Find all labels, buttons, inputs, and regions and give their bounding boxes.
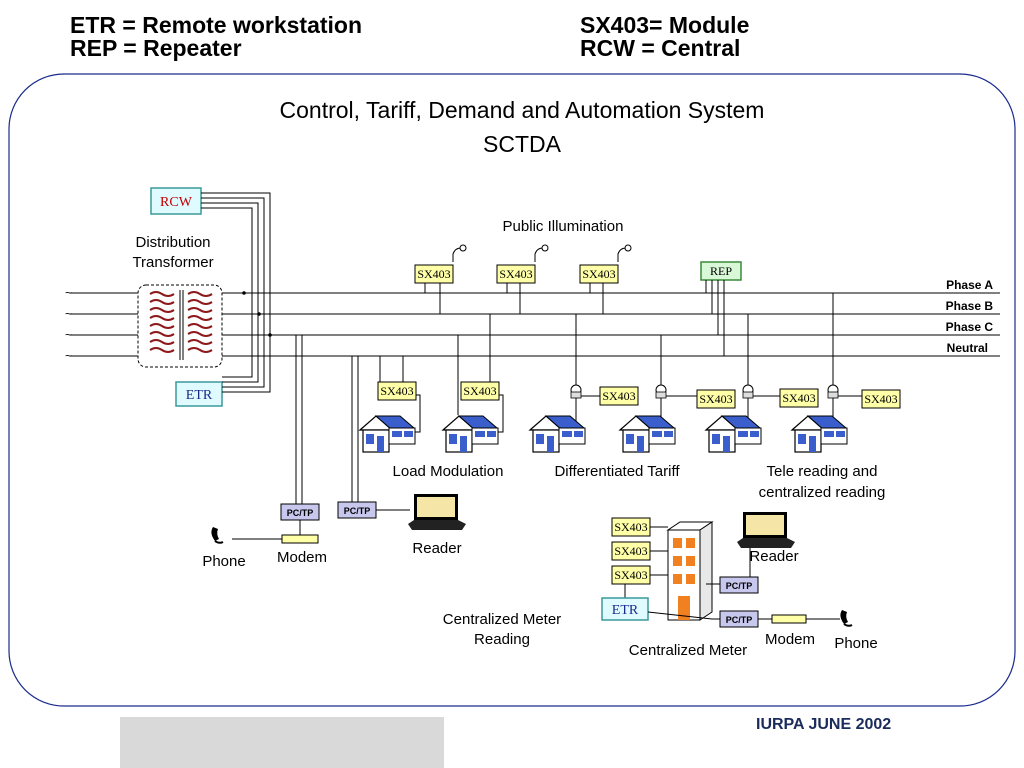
svg-text:SX403: SX403 (782, 391, 815, 405)
svg-text:SX403: SX403 (380, 384, 413, 398)
rep-box (700, 261, 742, 281)
centralized-meter-reading-label-2: Reading (474, 631, 530, 648)
svg-text:~: ~ (65, 306, 73, 321)
svg-text:PC/TP: PC/TP (726, 615, 753, 625)
svg-text:SX403: SX403 (602, 389, 635, 403)
svg-text:SX403: SX403 (614, 568, 647, 582)
phase-c-label: Phase C (946, 320, 994, 334)
svg-text:~: ~ (65, 327, 73, 342)
distribution-transformer (137, 284, 223, 368)
svg-text:SX403: SX403 (699, 392, 732, 406)
diagram-subtitle: SCTDA (483, 131, 562, 157)
rcw-label: RCW (160, 195, 193, 210)
transformer-label-1: Distribution (135, 234, 210, 251)
modem-label-right: Modem (765, 631, 815, 648)
neutral-label: Neutral (947, 341, 988, 355)
public-illumination-label: Public Illumination (503, 218, 624, 235)
footer-date: IURPA JUNE 2002 (756, 716, 892, 733)
modem-label-left: Modem (277, 549, 327, 566)
svg-text:PC/TP: PC/TP (344, 506, 371, 516)
phase-lines: ~ ~ ~ ~ (65, 285, 1000, 363)
svg-text:SX403: SX403 (463, 384, 496, 398)
svg-text:SX403: SX403 (614, 520, 647, 534)
legend-sx403: SX403= Module (580, 12, 750, 38)
svg-text:SX403: SX403 (499, 267, 532, 281)
differentiated-tariff-group: SX403 SX403 (529, 314, 736, 453)
left-reader-group: PC/TP (337, 356, 466, 530)
tele-reading-label-2: centralized reading (759, 484, 886, 501)
centralized-meter-label: Centralized Meter (629, 642, 747, 659)
phone-label-right: Phone (834, 635, 877, 652)
transformer-label-2: Transformer (132, 254, 213, 271)
rcw-box (150, 187, 202, 215)
rep-label: REP (710, 264, 732, 278)
svg-text:PC/TP: PC/TP (287, 508, 314, 518)
rcw-etr-bus (201, 192, 271, 393)
diagram-frame (8, 73, 1016, 707)
svg-text:~: ~ (65, 285, 73, 300)
svg-text:SX403: SX403 (582, 267, 615, 281)
legend-etr: ETR = Remote workstation (70, 12, 363, 38)
load-modulation-group: SX403 SX403 (359, 314, 504, 453)
legend-rcw: RCW = Central (580, 35, 741, 61)
svg-text:SX403: SX403 (417, 267, 450, 281)
footer-gray-box (120, 717, 444, 768)
public-illumination-modules: SX403 SX403 SX403 (414, 244, 632, 314)
rep-wires (705, 280, 725, 356)
tele-reading-group: SX403 SX403 (705, 293, 901, 453)
phone-label-left: Phone (202, 553, 245, 570)
tele-reading-label-1: Tele reading and (767, 463, 878, 480)
reader-label-left: Reader (412, 540, 461, 557)
svg-text:SX403: SX403 (864, 392, 897, 406)
centralized-meter-reading-label-1: Centralized Meter (443, 611, 561, 628)
load-modulation-label: Load Modulation (393, 463, 504, 480)
legend-rep: REP = Repeater (70, 35, 242, 61)
svg-text:SX403: SX403 (614, 544, 647, 558)
svg-text:PC/TP: PC/TP (726, 581, 753, 591)
svg-text:ETR: ETR (612, 603, 639, 618)
etr-box (175, 381, 223, 407)
reader-label-right: Reader (749, 548, 798, 565)
diagram-title: Control, Tariff, Demand and Automation S… (280, 97, 765, 123)
etr-label: ETR (186, 388, 213, 403)
centralized-meter-group: SX403 SX403 SX403 ETR PC/TP PC/TP (601, 512, 853, 628)
left-modem-group: PC/TP (210, 335, 320, 544)
svg-text:~: ~ (65, 348, 73, 363)
phase-b-label: Phase B (946, 299, 994, 313)
differentiated-tariff-label: Differentiated Tariff (554, 463, 680, 480)
phase-a-label: Phase A (946, 278, 993, 292)
